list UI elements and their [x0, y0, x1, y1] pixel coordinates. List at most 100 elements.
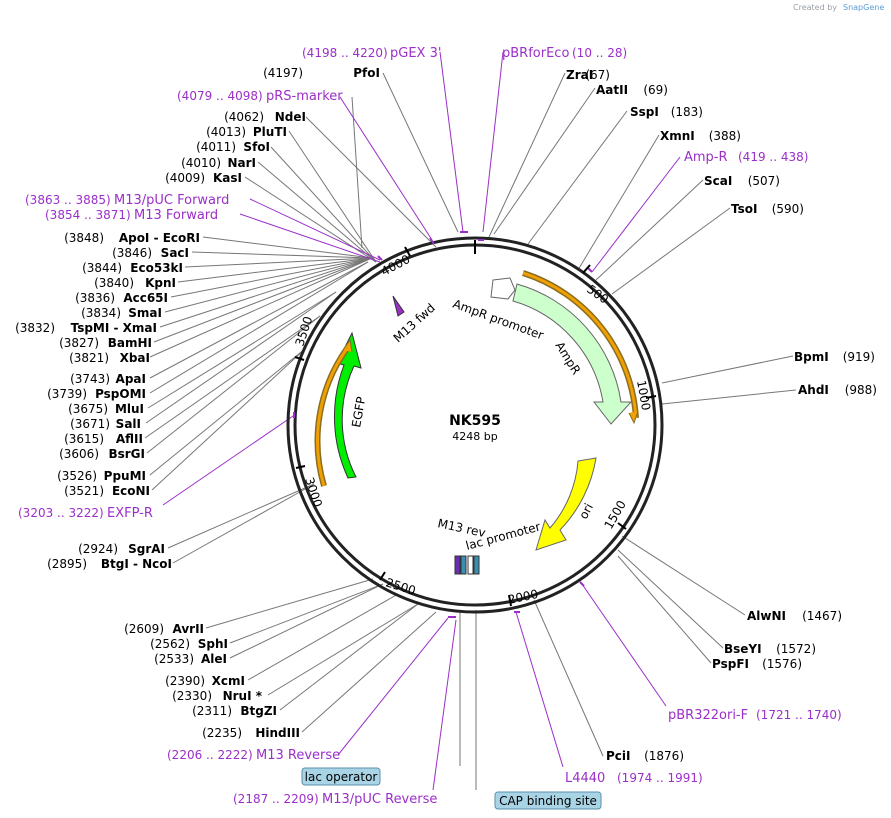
site-name-mlui: MluI [115, 402, 144, 416]
primer-range-prs-marker: (4079 .. 4098) [177, 89, 263, 103]
site-name-sgrai: SgrAI [128, 542, 165, 556]
site-pos-smai: (3834) [81, 306, 121, 320]
left-sites-group: (4062) NdeI (4013) PluTI (4011) SfoI (40… [15, 110, 306, 740]
site-name-xbai: XbaI [120, 351, 150, 365]
site-pos-nari: (4010) [181, 156, 221, 170]
primer-name-pgex3: pGEX 3' [390, 46, 441, 61]
site-name-nari: NarI [227, 156, 256, 170]
primer-name-m13-puc-reverse: M13/pUC Reverse [322, 792, 437, 807]
site-pos-pluti: (4013) [206, 125, 246, 139]
site-name-bseyi: BseYI [724, 642, 762, 656]
primer-range-m13-puc-reverse: (2187 .. 2209) [233, 792, 319, 806]
egfp-label: EGFP [349, 396, 368, 429]
site-name-tsoi: TsoI [731, 202, 757, 216]
site-pos-ahdi: (988) [845, 383, 877, 397]
site-pos-kasi: (4009) [165, 171, 205, 185]
created-by-text: Created by [793, 3, 837, 12]
site-name-econi: EcoNI [112, 484, 150, 498]
ori-feature-arrow [535, 457, 597, 551]
site-name-pspfi: PspFI [712, 657, 749, 671]
site-name-ecori: ApoI - EcoRI [119, 231, 200, 245]
site-name-scai: ScaI [704, 174, 732, 188]
site-pos-xbai: (3821) [69, 351, 109, 365]
site-name-ahdi: AhdI [798, 383, 829, 397]
primer-name-m13-forward: M13 Forward [134, 208, 218, 223]
plasmid-length: 4248 bp [452, 430, 497, 443]
site-name-bsrgi: BsrGI [108, 447, 145, 461]
site-pos-econi: (3521) [64, 484, 104, 498]
site-pos-scai: (507) [748, 174, 780, 188]
site-pos-sali: (3671) [70, 417, 110, 431]
site-pos-bseyi: (1572) [776, 642, 816, 656]
primer-range-pgex3: (4198 .. 4220) [302, 46, 388, 60]
site-pos-apai: (3743) [70, 372, 110, 386]
plasmid-name: NK595 [449, 413, 501, 429]
site-name-xcmi: XcmI [212, 674, 245, 688]
site-pos-ndei: (4062) [224, 110, 264, 124]
site-name-hindiii: HindIII [255, 726, 300, 740]
ruler-label-1000: 1000 [634, 379, 653, 412]
m13-fwd-feature [392, 295, 405, 317]
site-name-alei: AleI [201, 652, 227, 666]
site-pos-xcmi: (2390) [165, 674, 205, 688]
site-pos-bamhi: (3827) [59, 336, 99, 350]
ampr-feature-arrow [512, 283, 633, 425]
site-name-nrui: NruI * [223, 689, 263, 703]
site-pos-pspomi: (3739) [47, 387, 87, 401]
site-pos-kpni: (3840) [94, 276, 134, 290]
ruler-label-2500: 2500 [384, 575, 417, 597]
site-pos-acc65i: (3836) [75, 291, 115, 305]
cap-site-feature [473, 555, 480, 575]
site-pos-avrii: (2609) [124, 622, 164, 636]
site-pos-btgzi: (2311) [192, 704, 232, 718]
site-name-bpmi: BpmI [794, 350, 829, 364]
site-name-eco53ki: Eco53kI [130, 261, 183, 275]
site-name-xmai: TspMI - XmaI [71, 321, 157, 335]
lac-operator-box [301, 767, 381, 786]
site-name-ppumi: PpuMI [104, 469, 146, 483]
site-pos-xmni: (388) [709, 129, 741, 143]
primer-range-pbrforeco: (10 .. 28) [572, 46, 627, 60]
site-name-pcii: PciI [606, 749, 631, 763]
site-pos-sfoi: (4011) [196, 140, 236, 154]
ampr-promoter-feature [490, 277, 516, 300]
site-pos-saci: (3846) [112, 246, 152, 260]
lac-operator-label: lac operator [305, 770, 378, 784]
primer-name-m13-puc-forward: M13/pUC Forward [114, 193, 229, 208]
amp-r-primer-arrow [522, 271, 638, 419]
site-pos-tsoi: (590) [772, 202, 804, 216]
primer-name-amp-r: Amp-R [684, 150, 728, 165]
primer-name-pbr322ori-f: pBR322ori-F [668, 708, 748, 723]
site-pos-aflii: (3615) [64, 432, 104, 446]
exfp-primer-arrow [316, 346, 350, 487]
site-name-sali: SalI [116, 417, 141, 431]
backbone-outer-ring [286, 236, 664, 614]
site-name-bamhi: BamHI [108, 336, 152, 350]
site-name-pspomi: PspOMI [95, 387, 146, 401]
site-pos-eco53ki: (3844) [82, 261, 122, 275]
site-pos-sspi: (183) [671, 105, 703, 119]
m13-rev-feature [454, 555, 461, 575]
site-name-aatii: AatII [596, 83, 628, 97]
snapgene-logo-text: SnapGene [843, 3, 884, 12]
primer-range-l4440: (1974 .. 1991) [617, 771, 703, 785]
site-pos-nrui: (2330) [172, 689, 212, 703]
primer-range-m13-puc-forward: (3863 .. 3885) [25, 193, 111, 207]
site-name-xmni: XmnI [660, 129, 695, 143]
ruler-label-2000: 2000 [507, 587, 540, 607]
site-pos-alei: (2533) [154, 652, 194, 666]
site-name-avrii: AvrII [172, 622, 204, 636]
primer-range-m13-forward: (3854 .. 3871) [45, 208, 131, 222]
site-name-sfoi: SfoI [243, 140, 270, 154]
site-pos-mlui: (3675) [68, 402, 108, 416]
exfp-primer-arrowhead [342, 338, 353, 353]
site-name-sspi: SspI [630, 105, 659, 119]
site-pos-bpmi: (919) [843, 350, 875, 364]
site-name-smai: SmaI [128, 306, 162, 320]
cap-site-box [494, 791, 602, 810]
primer-range-m13-reverse: (2206 .. 2222) [167, 748, 253, 762]
site-name-pfoi: PfoI [353, 66, 380, 80]
site-name-aflii: AflII [116, 432, 143, 446]
